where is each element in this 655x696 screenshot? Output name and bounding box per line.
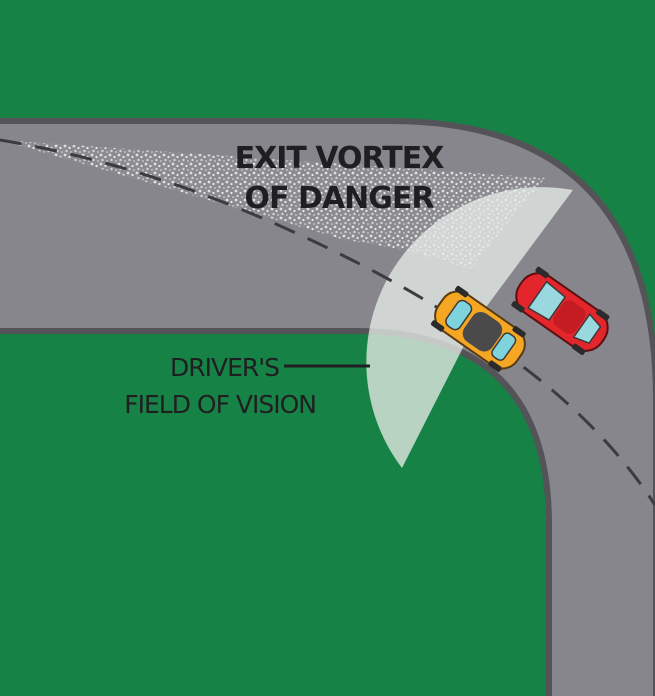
center-lane-line xyxy=(0,138,655,506)
exit-vortex-danger-zone xyxy=(0,140,545,270)
driver-vision-label-line1: DRIVER'S xyxy=(170,353,279,382)
yellow-car-icon xyxy=(430,285,526,372)
exit-vortex-label-line2: OF DANGER xyxy=(245,181,435,216)
red-car-icon xyxy=(511,266,610,355)
exit-vortex-label-line1: EXIT VORTEX xyxy=(235,141,445,176)
driver-vision-label-line2: FIELD OF VISION xyxy=(124,390,316,419)
